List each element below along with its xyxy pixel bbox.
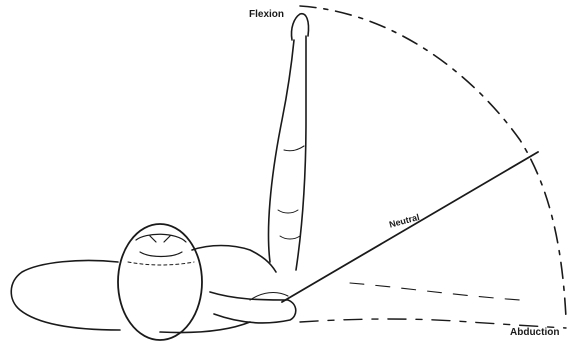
face-features	[136, 234, 186, 256]
lower-arm-outline	[210, 292, 296, 323]
forearm-outline	[296, 36, 306, 270]
flexion-label: Flexion	[249, 9, 284, 20]
neutral-line	[282, 152, 538, 302]
chin-line	[128, 262, 194, 265]
abduction-trace	[350, 283, 520, 300]
arm-muscle-lines	[278, 210, 300, 239]
shoulder-outline	[192, 246, 276, 273]
abduction-label: Abduction	[510, 327, 559, 338]
range-of-motion-arc	[300, 6, 566, 318]
torso-lower	[160, 322, 250, 333]
elbow-crease	[284, 146, 304, 151]
torso-outline	[11, 260, 120, 330]
head	[118, 224, 202, 340]
